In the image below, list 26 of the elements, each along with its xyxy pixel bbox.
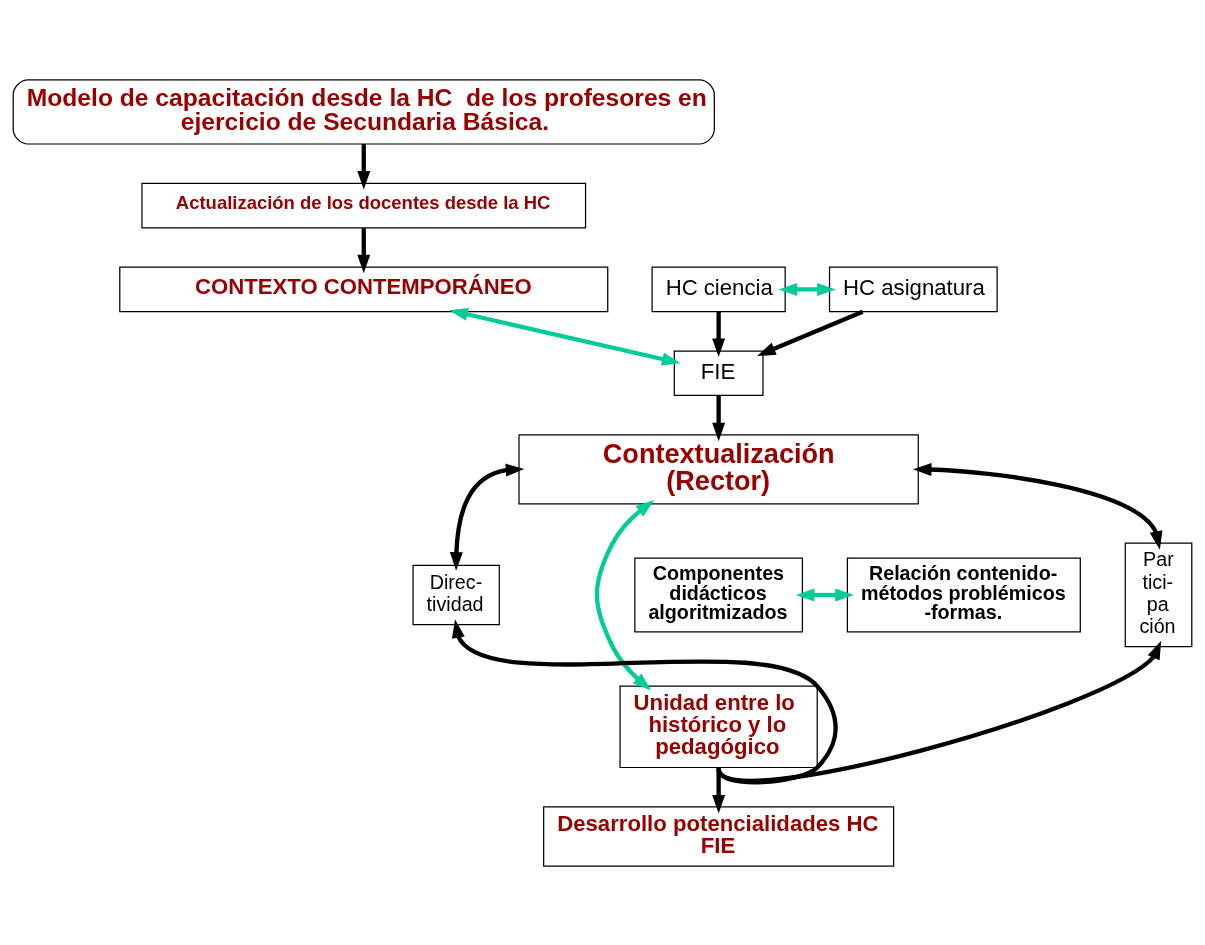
node-box: CONTEXTO CONTEMPORÁNEO [119, 266, 609, 312]
arrow [757, 309, 864, 356]
node-box: HC ciencia [651, 266, 786, 312]
node-box: HC asignatura [828, 266, 998, 312]
node-box: FIE [673, 349, 764, 396]
node-box: Relación contenido- métodos problémicos -formas. [846, 556, 1081, 633]
node-box: Par tici- pa ción [1124, 542, 1193, 647]
arrow [778, 282, 836, 296]
arrow [912, 462, 1163, 550]
arrow [357, 143, 371, 190]
node-box: Desarrollo potencialidades HC FIE [543, 805, 895, 867]
node-box: Contextualización (Rector) [518, 433, 919, 504]
arrow [449, 463, 525, 571]
node-box: Modelo de capacitación desde la HC de los profesores en ejercicio de Secundaria Básica. [12, 78, 715, 145]
arrow [451, 618, 838, 784]
arrow [712, 311, 726, 357]
arrow [357, 227, 371, 273]
node-box: Direc- tividad [412, 564, 500, 625]
arrow [712, 767, 726, 813]
arrow [712, 395, 726, 441]
arrow [594, 499, 655, 690]
arrow [449, 307, 681, 365]
arrow [795, 588, 854, 601]
node-box: Unidad entre lo histórico y lo pedagógico [619, 685, 818, 768]
node-box: Componentes didácticos algoritmizados [634, 556, 804, 633]
node-box: Actualización de los docentes desde la HC [141, 182, 587, 228]
